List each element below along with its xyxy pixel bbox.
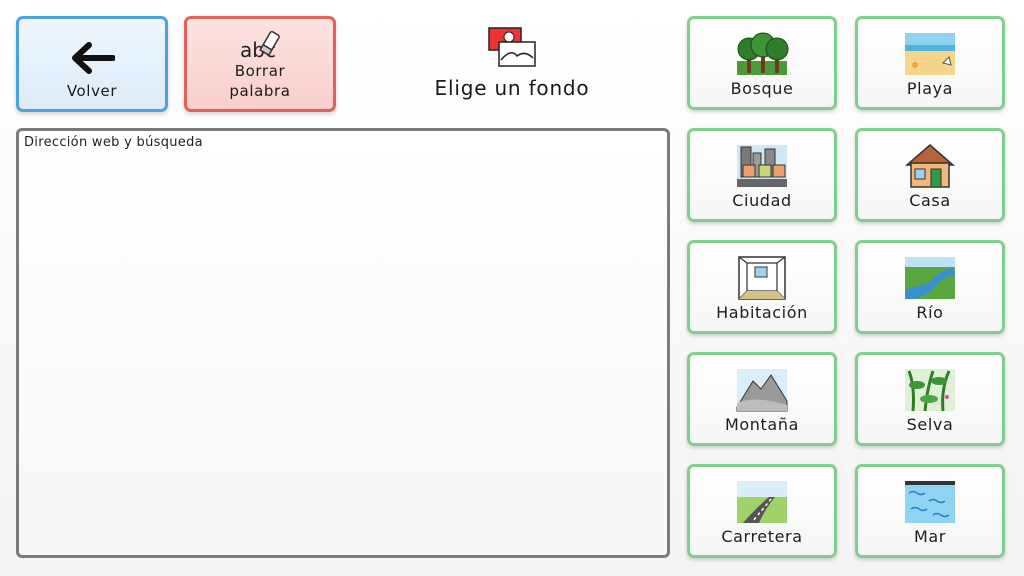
option-bosque[interactable]: Bosque [687,16,837,110]
road-icon [737,481,787,523]
delete-word-button-label: Borrar palabra [229,62,291,100]
option-habitacion[interactable]: Habitación [687,240,837,334]
option-selva[interactable]: Selva [855,352,1005,446]
mountain-icon [736,369,788,412]
option-rio[interactable]: Río [855,240,1005,334]
option-mar[interactable]: Mar [855,464,1005,558]
delete-word-button[interactable]: abc Borrar palabra [184,16,336,112]
option-montana[interactable]: Montaña [687,352,837,446]
option-label: Mar [914,527,946,546]
option-label: Ciudad [732,191,792,210]
option-carretera[interactable]: Carretera [687,464,837,558]
option-label: Habitación [716,303,808,322]
page-header: Elige un fondo [400,24,624,108]
text-input-area[interactable]: Dirección web y búsqueda [16,128,670,558]
background-picture-icon [488,27,536,67]
option-label: Río [916,303,944,322]
option-label: Carretera [721,527,803,546]
house-icon [904,144,956,188]
eraser-abc-icon: abc [240,31,280,62]
forest-icon [737,32,789,75]
city-icon [737,145,787,187]
arrow-left-icon [72,42,115,74]
option-label: Selva [906,415,954,434]
text-input-placeholder: Dirección web y búsqueda [24,135,203,150]
back-button-label: Volver [66,82,118,100]
sea-icon [905,481,955,523]
option-label: Playa [906,79,954,98]
option-label: Casa [909,191,951,210]
room-icon [738,256,786,300]
option-playa[interactable]: Playa [855,16,1005,110]
option-label: Montaña [725,415,799,434]
page-title: Elige un fondo [434,76,590,100]
option-casa[interactable]: Casa [855,128,1005,222]
back-button[interactable]: Volver [16,16,168,112]
jungle-icon [905,369,955,412]
option-label: Bosque [730,79,794,98]
beach-icon [905,33,955,75]
river-icon [905,257,955,299]
option-ciudad[interactable]: Ciudad [687,128,837,222]
